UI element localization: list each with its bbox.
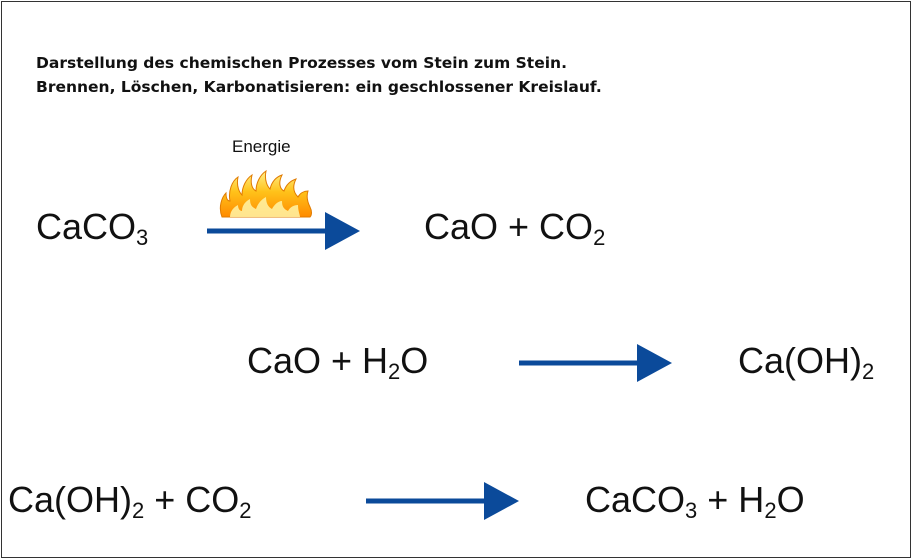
- arrow-right-icon: [519, 344, 672, 382]
- formula-subscript: 3: [136, 225, 149, 251]
- heading-line-2: Brennen, Löschen, Karbonatisieren: ein g…: [36, 78, 602, 96]
- formula-text: CaO + CO: [424, 206, 594, 247]
- formula-text: CaCO: [585, 479, 686, 520]
- reaction-3-reactant: Ca(OH)2 + CO2: [8, 479, 252, 522]
- reaction-2-product: Ca(OH)2: [738, 340, 874, 383]
- formula-text: O: [400, 340, 429, 381]
- formula-text: Ca(OH): [8, 479, 132, 520]
- formula-text: + CO: [144, 479, 240, 520]
- formula-subscript: 2: [764, 498, 777, 524]
- flame-icon: [219, 169, 312, 218]
- formula-text: O: [776, 479, 805, 520]
- reaction-1-reactant: CaCO3: [36, 206, 148, 249]
- formula-subscript: 2: [862, 359, 875, 385]
- formula-text: CaO + H: [247, 340, 389, 381]
- reaction-1-product: CaO + CO2: [424, 206, 605, 249]
- formula-subscript: 2: [388, 359, 401, 385]
- arrow-right-icon: [207, 212, 360, 250]
- formula-text: + H: [697, 479, 765, 520]
- formula-text: Ca(OH): [738, 340, 862, 381]
- formula-subscript: 2: [132, 498, 145, 524]
- reaction-2-reactant: CaO + H2O: [247, 340, 429, 383]
- energy-label: Energie: [232, 137, 291, 156]
- formula-subscript: 2: [239, 498, 252, 524]
- arrow-right-icon: [366, 482, 519, 520]
- formula-subscript: 3: [685, 498, 698, 524]
- formula-text: CaCO: [36, 206, 137, 247]
- formula-subscript: 2: [593, 225, 606, 251]
- heading-line-1: Darstellung des chemischen Prozesses vom…: [36, 54, 567, 72]
- reaction-3-product: CaCO3 + H2O: [585, 479, 805, 522]
